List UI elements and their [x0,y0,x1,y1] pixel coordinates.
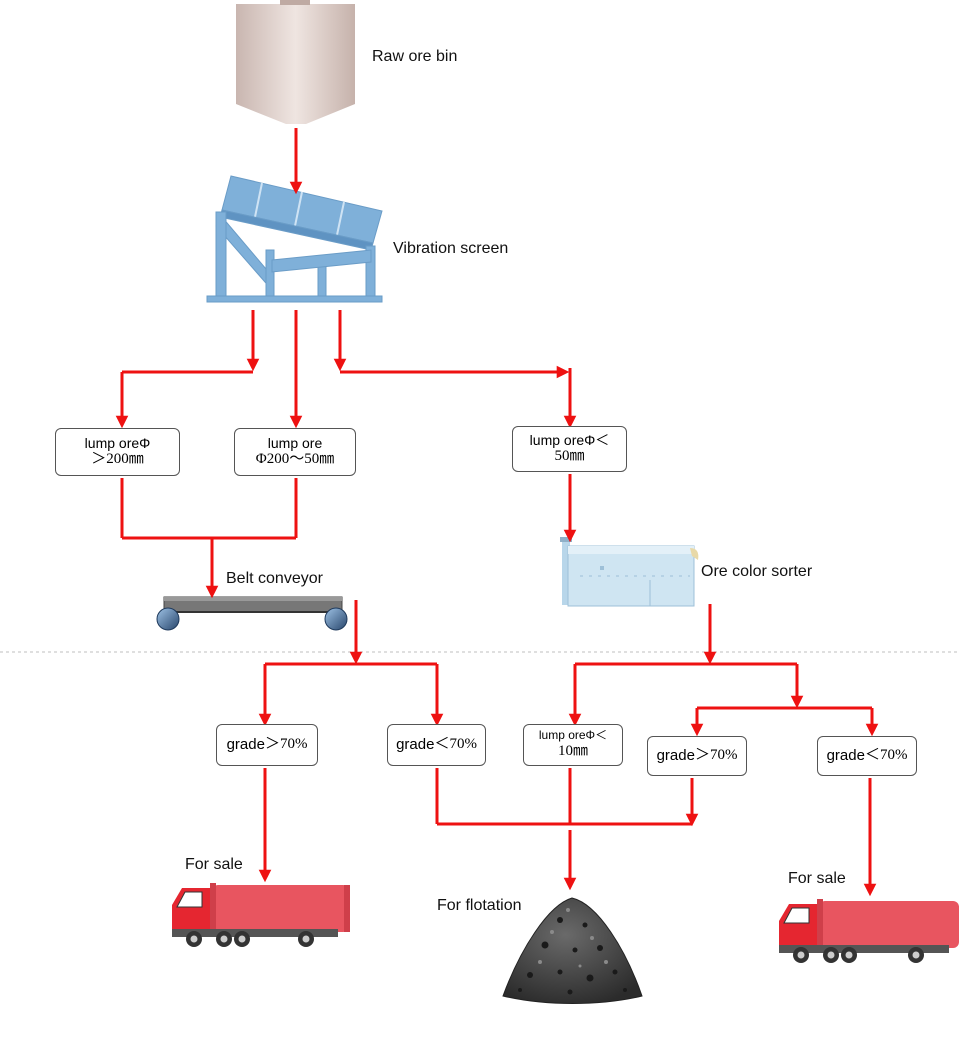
grade-value: ＜70% [434,736,477,753]
box-line1: lump oreΦ＜ [529,432,610,449]
grade-value: ＞70% [264,736,308,753]
lump-ore-200-50-box: lump ore Φ200～50㎜ [234,428,356,476]
box-line2: 50㎜ [554,448,585,465]
grade-prefix: grade [226,736,265,754]
box-line2: Φ200～50㎜ [255,451,335,468]
grade-under-70-right-box: grade＜70% [817,736,917,776]
raw-ore-bin-label: Raw ore bin [372,48,458,65]
color-sorter-icon [560,537,699,607]
ore-bin-icon [236,0,355,124]
belt-conveyor-label: Belt conveyor [226,570,323,587]
lump-ore-under-10-box: lump oreΦ＜ 10㎜ [523,724,623,766]
belt-conveyor-icon [156,596,348,631]
lump-ore-under-50-box: lump oreΦ＜ 50㎜ [512,426,627,472]
grade-value: ＜70% [864,747,908,764]
for-flotation-label: For flotation [437,897,522,914]
vibration-screen-icon [206,175,383,303]
box-line2: 10㎜ [557,743,588,760]
grade-value: ＞70% [694,747,738,764]
grade-over-70-left-box: grade＞70% [216,724,318,766]
box-line1: lump ore [267,435,323,452]
for-sale-right-label: For sale [788,870,846,887]
truck-icon [779,899,959,963]
box-line1: lump oreΦ＜ [538,728,608,743]
grade-prefix: grade [656,747,695,765]
grade-over-70-right-box: grade＞70% [647,736,747,776]
grade-under-70-left-box: grade＜70% [387,724,486,766]
lump-ore-over-200-box: lump oreΦ ＞200㎜ [55,428,180,476]
box-line1: lump oreΦ [84,435,151,452]
flow-connectors [115,128,879,897]
ore-pile-icon [502,897,643,1004]
truck-icon [172,883,350,947]
vibration-screen-label: Vibration screen [393,240,509,257]
box-line2: ＞200㎜ [91,451,144,468]
grade-prefix: grade [826,747,865,765]
for-sale-left-label: For sale [185,856,243,873]
grade-prefix: grade [396,736,435,754]
ore-color-sorter-label: Ore color sorter [701,563,813,580]
